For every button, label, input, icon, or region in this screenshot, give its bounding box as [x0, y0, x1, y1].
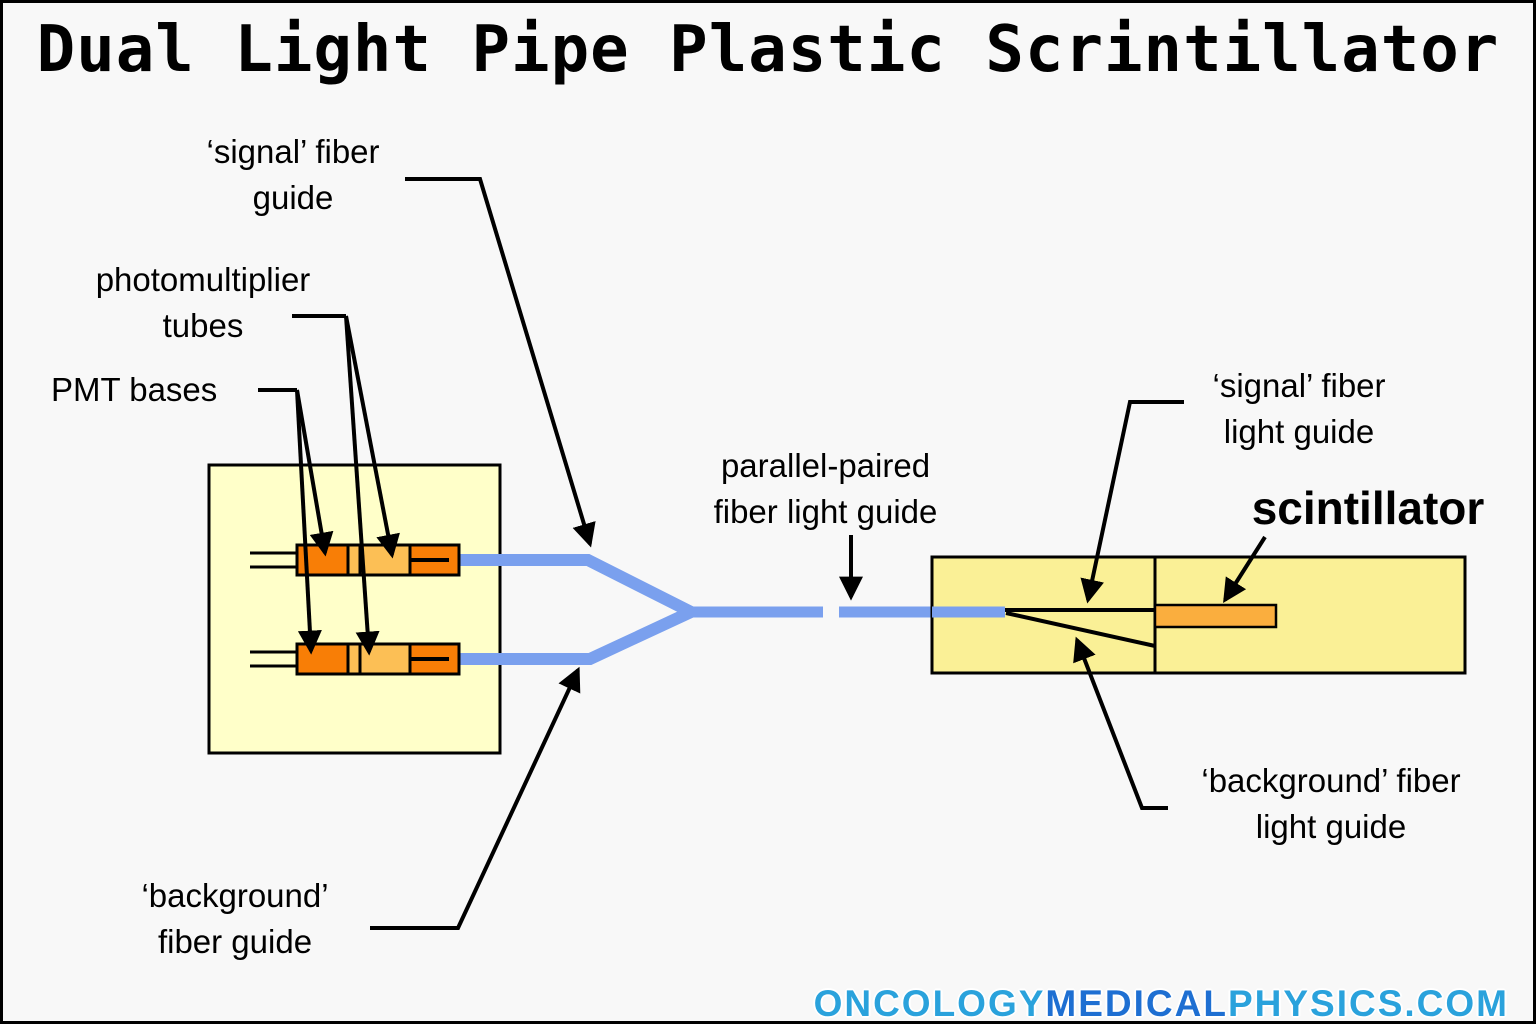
pmt-enclosure-box [207, 463, 502, 755]
pmt-neck-segment [346, 543, 362, 577]
scintillator-arrow [1223, 535, 1267, 604]
label-line: light guide [1255, 807, 1407, 845]
photomultiplier-tubes-arrow-bottom [344, 315, 380, 656]
signal-fiber-guide-leader [405, 177, 596, 548]
label-parallel-paired: parallel-paired fiber light guide [673, 443, 978, 534]
watermark-medical: MEDICAL [1045, 983, 1228, 1024]
label-background-fiber-light-guide: ‘background’ fiber light guide [1176, 758, 1486, 849]
label-background-fiber-guide: ‘background’ fiber guide [85, 873, 385, 964]
background-fiber-light-guide-leader [1073, 636, 1168, 810]
pmt-bases-arrow-top [295, 389, 334, 557]
label-signal-fiber-light-guide: ‘signal’ fiber light guide [1149, 363, 1449, 454]
label-line: photomultiplier [95, 261, 311, 298]
label-line: tubes [162, 306, 244, 344]
signal-fiber [446, 554, 696, 619]
scintillator-bar [1153, 603, 1278, 629]
background-fiber-guide-leader [370, 666, 581, 930]
label-line: ‘signal’ fiber [1212, 367, 1386, 404]
label-pmt-bases: PMT bases [51, 371, 218, 408]
photomultiplier-tubes-arrow-top [344, 315, 400, 559]
label-line: ‘background’ fiber [1201, 762, 1461, 799]
pmt-bases-arrow-bottom [295, 389, 322, 655]
label-photomultiplier-tubes: photomultiplier tubes [53, 257, 353, 348]
pmt-tube-segment [358, 543, 412, 577]
label-signal-fiber-guide: ‘signal’ fiber guide [143, 129, 443, 220]
pmt-base-segment [295, 642, 350, 676]
signal-fiber-light-guide-leader [1080, 400, 1184, 604]
label-line: fiber light guide [713, 492, 938, 530]
watermark-url: ONCOLOGYMEDICALPHYSICS.COM [813, 983, 1509, 1024]
label-line: parallel-paired [720, 447, 931, 484]
label-line: ‘background’ [141, 877, 329, 914]
background-fiber [446, 605, 696, 665]
watermark-physics-com: PHYSICS.COM [1227, 983, 1509, 1024]
label-line: light guide [1223, 412, 1375, 450]
label-line: fiber guide [157, 922, 313, 960]
label-scintillator: scintillator [1251, 482, 1485, 534]
label-line: ‘signal’ fiber [206, 133, 380, 170]
watermark-oncology: ONCOLOGY [813, 983, 1046, 1024]
diagram-graphics [207, 177, 1467, 930]
label-line: guide [252, 178, 334, 216]
diagram-title: Dual Light Pipe Plastic Scrintillator [36, 13, 1500, 87]
pmt-coupler-segment [408, 642, 461, 676]
background-fiber-light-guide-line [1005, 611, 1156, 648]
pmt-neck-segment [346, 642, 362, 676]
